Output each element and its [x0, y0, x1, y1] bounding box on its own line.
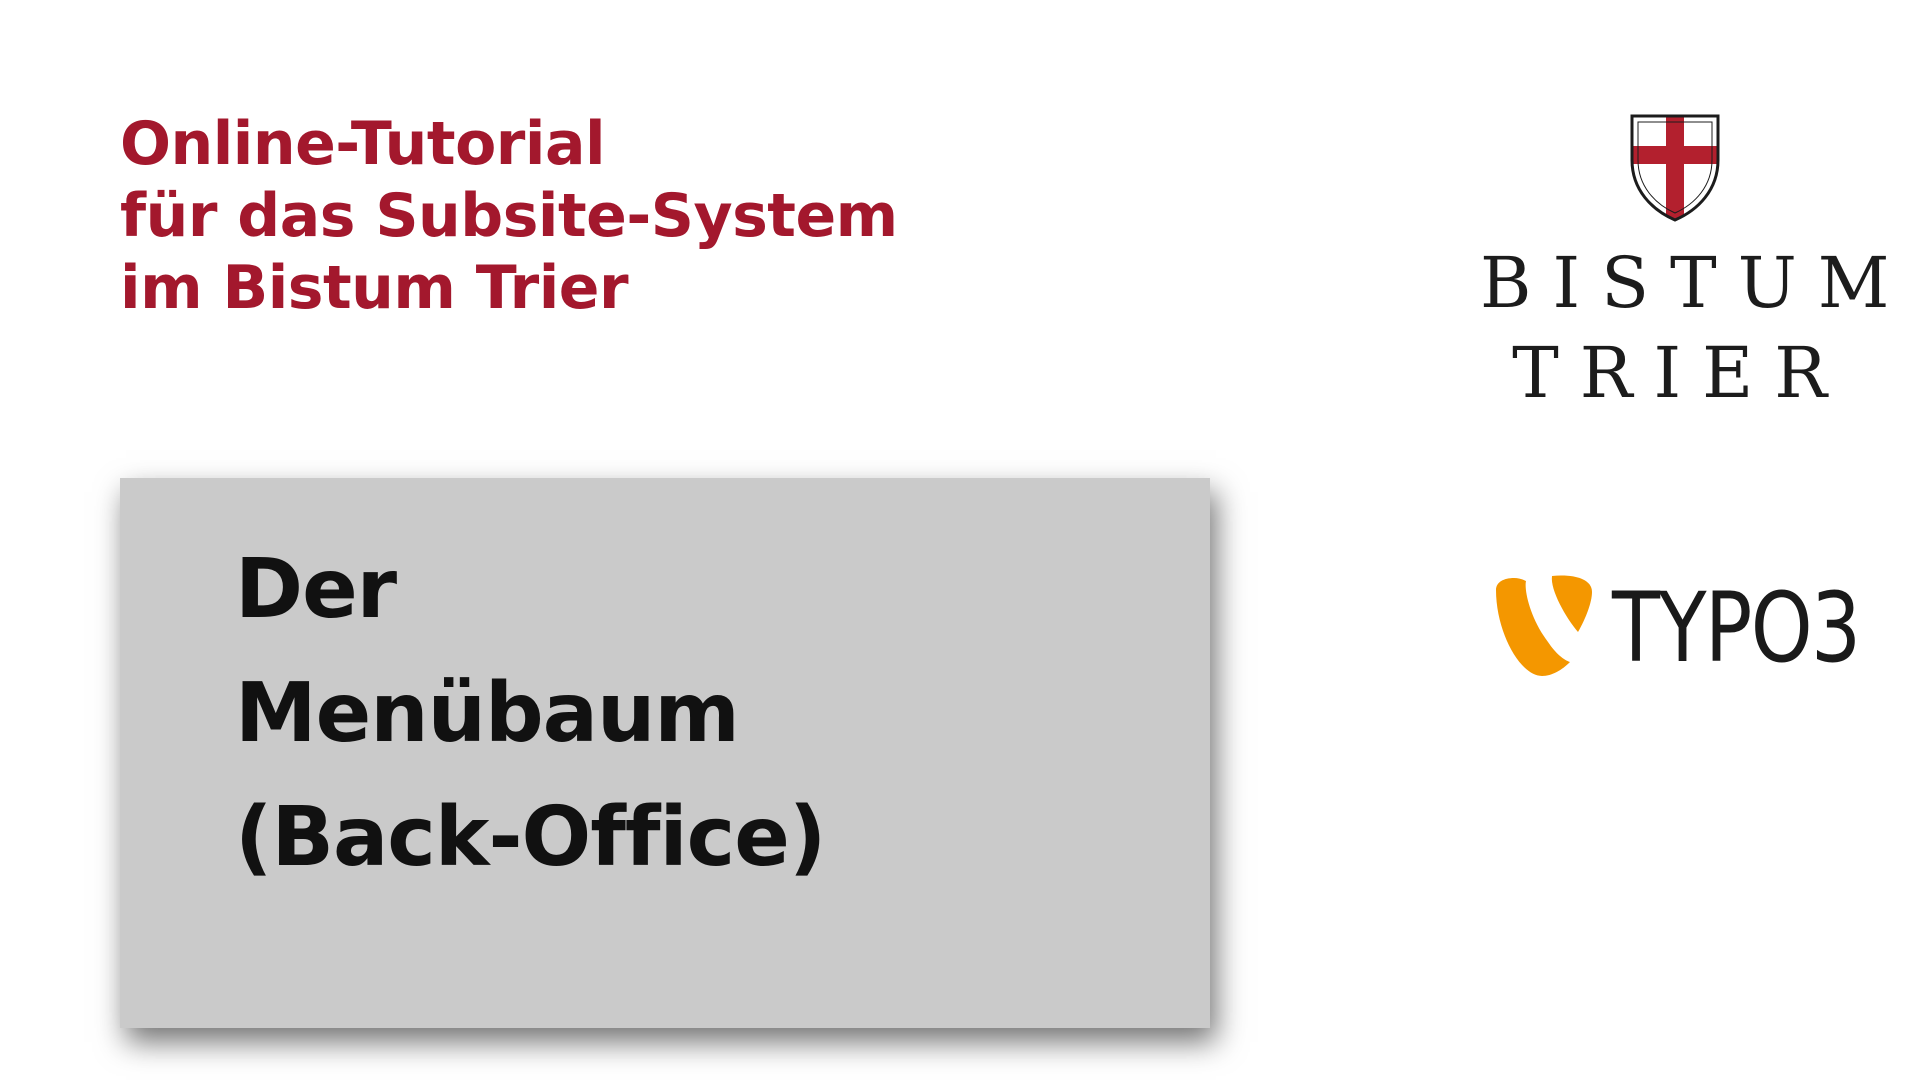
- typo3-logo: TYPO3: [1490, 572, 1870, 682]
- title-card: Der Menübaum (Back-Office): [120, 478, 1210, 1028]
- typo3-wordmark: TYPO3: [1612, 572, 1861, 684]
- tutorial-heading: Online-Tutorial für das Subsite-System i…: [120, 108, 898, 324]
- heading-line-3: im Bistum Trier: [120, 253, 629, 323]
- typo3-mark-icon: [1496, 575, 1592, 676]
- heading-line-2: für das Subsite-System: [120, 181, 898, 251]
- title-line-3: (Back-Office): [235, 790, 826, 885]
- video-title: Der Menübaum (Back-Office): [235, 528, 826, 900]
- trier-wordmark: TRIER: [1512, 332, 1848, 414]
- bistum-wordmark: BISTUM: [1480, 242, 1911, 324]
- bistum-trier-logo: BISTUM TRIER: [1480, 112, 1911, 414]
- heading-line-1: Online-Tutorial: [120, 109, 606, 179]
- title-line-1: Der: [235, 542, 397, 637]
- title-line-2: Menübaum: [235, 666, 740, 761]
- shield-cross-icon: [1630, 114, 1720, 222]
